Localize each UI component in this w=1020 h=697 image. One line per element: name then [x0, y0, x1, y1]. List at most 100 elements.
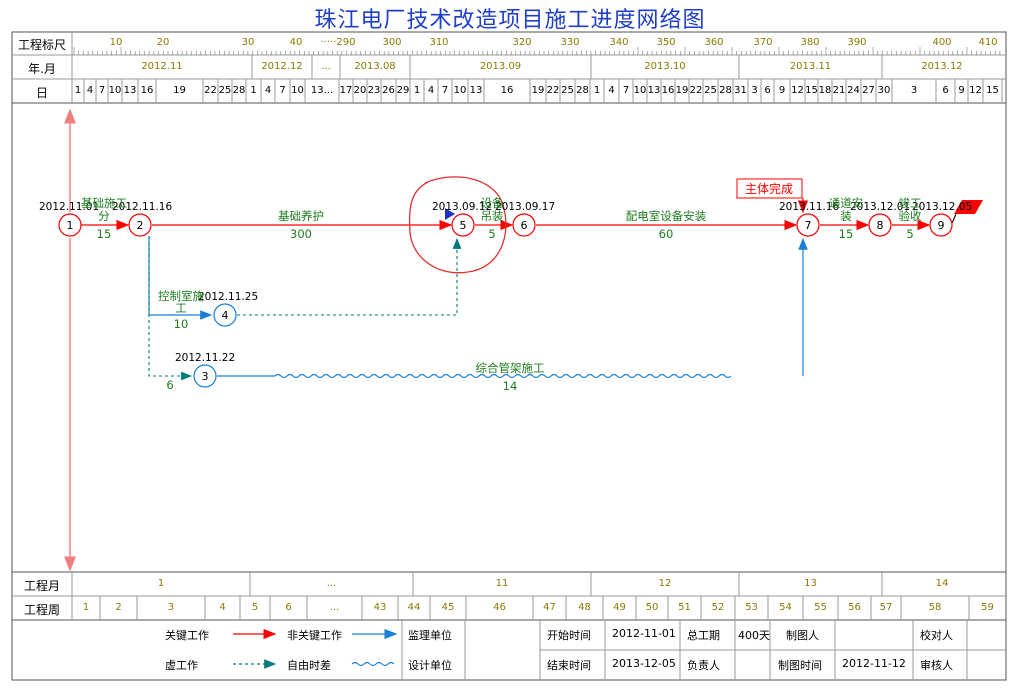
node-6[interactable]: 6 [512, 213, 536, 237]
designer-label: 设计单位 [408, 659, 452, 672]
day-cell: 1 [250, 85, 257, 96]
node-1[interactable]: 1 [58, 213, 82, 237]
day-cell: 19 [531, 85, 545, 96]
task-8-9-name2: 验收 [899, 209, 922, 223]
day-cell: 17 [339, 85, 353, 96]
day-cell: 21 [832, 85, 846, 96]
week-cell: 56 [848, 602, 861, 613]
day-cell: 3 [910, 85, 918, 96]
week-cell: 44 [407, 602, 421, 613]
day-cell: 10 [108, 85, 122, 96]
date-node-3: 2012.11.22 [175, 352, 235, 364]
legend-critical-label: 关键工作 [165, 629, 209, 642]
node-5[interactable]: 5 [451, 213, 475, 237]
end-label: 结束时间 [547, 659, 591, 672]
task-1-2-name: 基础施工 [81, 196, 127, 210]
day-cell: 4 [427, 85, 435, 96]
week-cell: 46 [493, 602, 506, 613]
task-1-3-dur: 6 [166, 378, 173, 392]
scale-ruler-ticks [73, 47, 1001, 55]
day-cell: 9 [958, 85, 965, 96]
week-cell: 43 [373, 602, 387, 613]
scale-tick-label: 370 [753, 37, 773, 48]
svg-text:6: 6 [521, 219, 528, 232]
duration-value: 400天 [738, 629, 770, 642]
day-cell: 12 [969, 85, 982, 96]
month-cell: ... [321, 61, 331, 72]
scale-tick-label: 330 [560, 37, 580, 48]
legend-float-label: 自由时差 [287, 659, 331, 672]
month-cell: 2012.12 [261, 61, 303, 72]
day-cell: 28 [719, 85, 732, 96]
month-cell: 2013.09 [479, 61, 522, 72]
week-cell: 51 [678, 602, 691, 613]
day-cell: 1 [593, 85, 601, 96]
end-value: 2013-12-05 [612, 657, 676, 670]
node-3[interactable]: 3 [193, 364, 217, 388]
week-cell: 54 [779, 602, 792, 613]
day-cell: 12 [791, 85, 804, 96]
flag-icon [445, 208, 455, 220]
day-cell: 28 [232, 85, 246, 96]
node-8[interactable]: 8 [868, 213, 892, 237]
week-cell: 55 [814, 602, 827, 613]
proj-month-cell: 1 [157, 578, 165, 589]
day-cell: 25 [704, 85, 717, 96]
svg-text:1: 1 [67, 219, 74, 232]
day-cell: 25 [561, 85, 574, 96]
node-7[interactable]: 7 [796, 213, 820, 237]
day-cell: 7 [98, 85, 106, 96]
scale-tick-label: 390 [847, 37, 867, 48]
day-cell: 4 [86, 85, 94, 96]
svg-text:4: 4 [222, 309, 229, 322]
proj-month-cell: 14 [935, 578, 949, 589]
date-node-6: 2013.09.17 [495, 201, 555, 213]
start-label: 开始时间 [547, 629, 591, 642]
day-cell: 13 [123, 85, 137, 96]
day-cell: 10 [453, 85, 467, 96]
week-cell: 53 [745, 602, 758, 613]
proj-month-cell: 12 [658, 578, 672, 589]
week-cell: 49 [613, 602, 626, 613]
dummy-4-5 [237, 237, 462, 316]
month-cell: 2013.10 [644, 61, 686, 72]
date-node-7: 2013.11.16 [779, 201, 839, 213]
week-cell: 3 [167, 602, 175, 613]
svg-text:8: 8 [877, 219, 884, 232]
scale-tick-label: 360 [704, 37, 724, 48]
day-cell: 10 [291, 85, 304, 96]
day-cell: 13 [647, 85, 661, 96]
week-cell: 48 [578, 602, 591, 613]
day-cell: 31 [734, 85, 747, 96]
proj-month-cell: 13 [804, 578, 817, 589]
scale-tick-label: 410 [978, 37, 998, 48]
day-cell: 20 [353, 85, 367, 96]
draw-time-value: 2012-11-12 [842, 657, 906, 670]
day-cell: 30 [877, 85, 891, 96]
node-9[interactable]: 9 [929, 213, 953, 237]
date-node-1: 2012.11.01 [39, 201, 99, 213]
annotation-circle [408, 176, 507, 274]
task-8-9-dur: 5 [906, 227, 913, 241]
day-cell: 1 [413, 85, 421, 96]
node-2[interactable]: 2 [128, 213, 152, 237]
scale-tick-label: 310 [429, 37, 449, 48]
legend-dummy-label: 虚工作 [165, 659, 198, 672]
node-4[interactable]: 4 [213, 303, 237, 327]
dummy-2-3 [148, 236, 193, 381]
proj-week-label: 工程周 [23, 603, 60, 617]
day-cell: 29 [396, 85, 410, 96]
day-cell: 22 [204, 85, 217, 96]
task-6-7-name: 配电室设备安装 [626, 209, 707, 223]
day-cell: 15 [805, 85, 818, 96]
week-cell: 50 [645, 602, 659, 613]
svg-text:2: 2 [137, 219, 144, 232]
month-row-label: 年.月 [28, 62, 56, 76]
day-cell: 24 [847, 85, 860, 96]
week-cell: 59 [981, 602, 994, 613]
day-cell: 3 [751, 85, 758, 96]
day-row-label: 日 [35, 86, 48, 100]
day-cell: 22 [546, 85, 560, 96]
week-cell: 58 [928, 602, 942, 613]
month-cell: 2013.12 [921, 61, 963, 72]
